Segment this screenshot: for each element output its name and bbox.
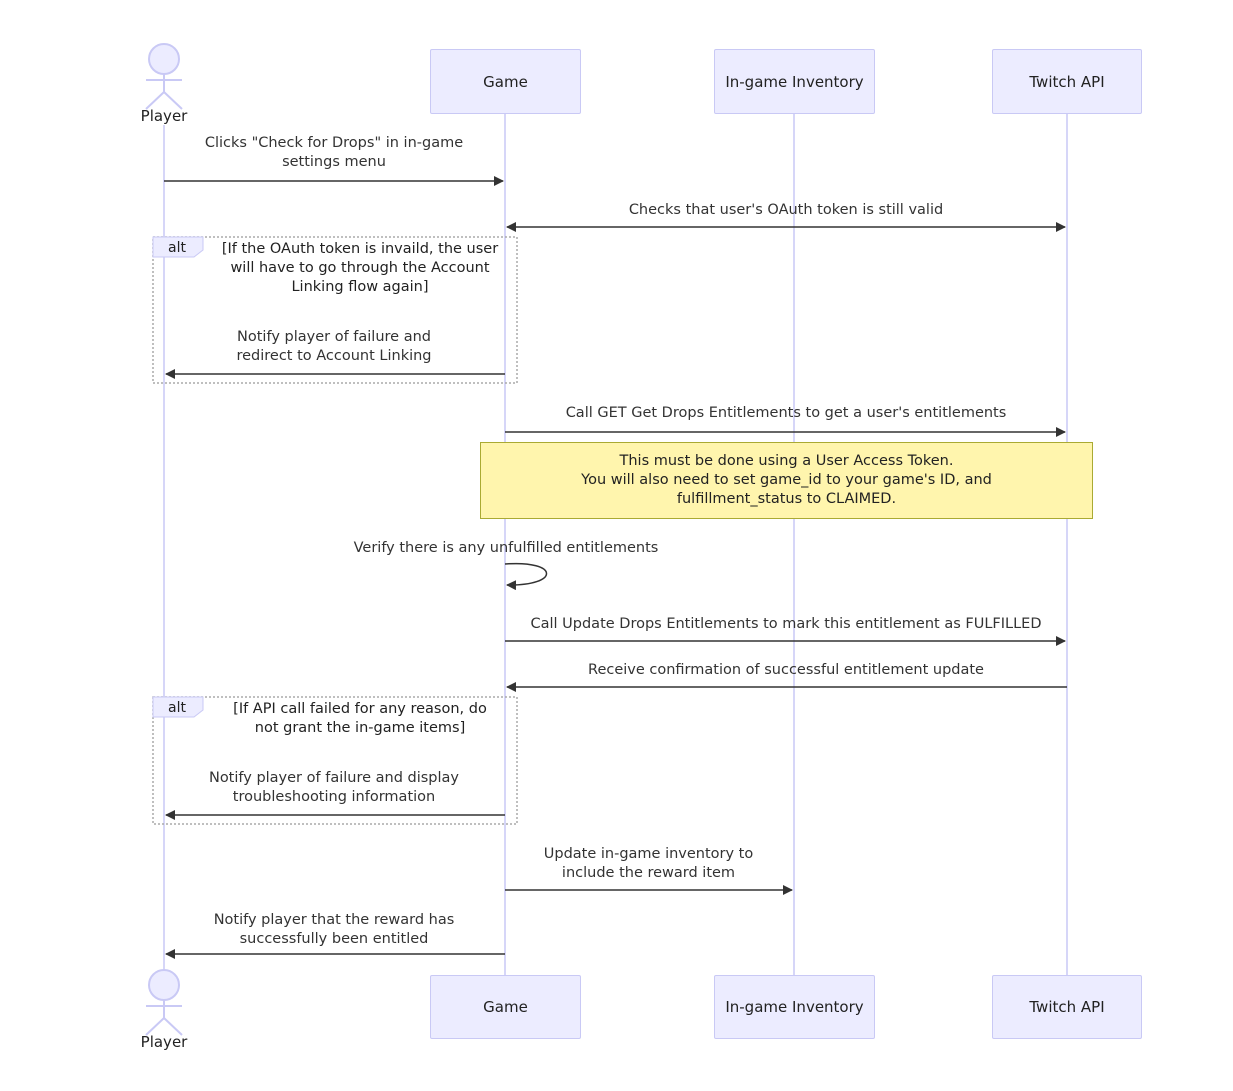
message-line: Notify player that the reward has bbox=[213, 912, 455, 928]
participant-inventory-top: In-game Inventory bbox=[714, 49, 875, 114]
message-line: Clicks "Check for Drops" in in-game bbox=[204, 135, 464, 151]
note-line: You will also need to set game_id to you… bbox=[581, 472, 992, 488]
message-m7: Receive confirmation of successful entit… bbox=[588, 662, 984, 678]
alt-frame-1 bbox=[152, 236, 518, 384]
participant-game-top: Game bbox=[430, 49, 581, 114]
message-m3: Notify player of failure and redirect to… bbox=[174, 328, 494, 366]
actor-icon-top bbox=[145, 43, 183, 110]
participant-label: In-game Inventory bbox=[725, 72, 864, 91]
message-line: Notify player of failure and display bbox=[208, 770, 460, 786]
arrow-m5-self bbox=[504, 562, 548, 591]
message-m6: Call Update Drops Entitlements to mark t… bbox=[530, 616, 1042, 632]
message-line: redirect to Account Linking bbox=[236, 348, 432, 364]
alt-condition-line: [If API call failed for any reason, do bbox=[233, 701, 487, 717]
message-line: troubleshooting information bbox=[232, 789, 436, 805]
alt-condition-line: Linking flow again] bbox=[291, 279, 429, 295]
message-m1: Clicks "Check for Drops" in in-game sett… bbox=[174, 134, 494, 172]
participant-label: Game bbox=[483, 72, 528, 91]
message-line: successfully been entitled bbox=[239, 931, 429, 947]
note-user-access-token: This must be done using a User Access To… bbox=[480, 442, 1093, 519]
alt-condition-2: [If API call failed for any reason, do n… bbox=[208, 700, 512, 738]
message-m9: Update in-game inventory to include the … bbox=[505, 845, 792, 883]
actor-label-top: Player bbox=[140, 107, 188, 125]
message-m8: Notify player of failure and display tro… bbox=[174, 769, 494, 807]
participant-game-bottom: Game bbox=[430, 975, 581, 1039]
actor-icon-bottom bbox=[145, 969, 183, 1036]
participant-twitch-top: Twitch API bbox=[992, 49, 1142, 114]
participant-twitch-bottom: Twitch API bbox=[992, 975, 1142, 1039]
alt-tab-2 bbox=[152, 696, 204, 718]
alt-condition-1: [If the OAuth token is invaild, the user… bbox=[208, 240, 512, 297]
message-line: settings menu bbox=[282, 154, 386, 170]
alt-condition-line: [If the OAuth token is invaild, the user bbox=[221, 241, 499, 257]
participant-label: Game bbox=[483, 998, 528, 1016]
note-line: This must be done using a User Access To… bbox=[619, 453, 954, 469]
actor-label-bottom: Player bbox=[140, 1033, 188, 1051]
message-line: include the reward item bbox=[561, 865, 736, 881]
message-line: Notify player of failure and bbox=[237, 329, 431, 345]
message-m4: Call GET Get Drops Entitlements to get a… bbox=[565, 405, 1007, 421]
alt-tab-1 bbox=[152, 236, 204, 258]
note-line: fulfillment_status to CLAIMED. bbox=[676, 491, 897, 507]
participant-inventory-bottom: In-game Inventory bbox=[714, 975, 875, 1039]
alt-label-1: alt bbox=[168, 240, 186, 256]
alt-condition-line: will have to go through the Account bbox=[230, 260, 490, 276]
message-m2: Checks that user's OAuth token is still … bbox=[628, 202, 944, 218]
alt-frame-2 bbox=[152, 696, 518, 825]
message-line: Update in-game inventory to bbox=[543, 846, 754, 862]
alt-label-2: alt bbox=[168, 700, 186, 716]
message-m5: Verify there is any unfulfilled entitlem… bbox=[353, 540, 659, 556]
participant-label: Twitch API bbox=[1029, 998, 1105, 1016]
message-m10: Notify player that the reward has succes… bbox=[174, 911, 494, 949]
participant-label: Twitch API bbox=[1029, 72, 1105, 91]
alt-condition-line: not grant the in-game items] bbox=[254, 720, 466, 736]
participant-label: In-game Inventory bbox=[725, 998, 864, 1016]
